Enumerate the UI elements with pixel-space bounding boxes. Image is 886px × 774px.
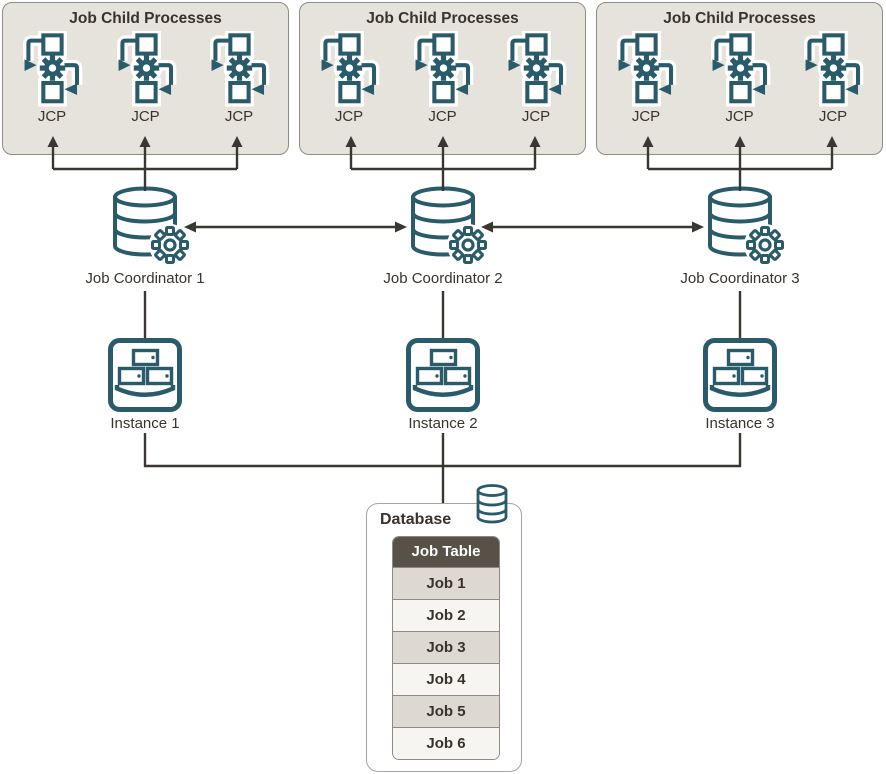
database-cylinder-icon (476, 484, 508, 524)
gear-process-loop-icon (802, 31, 864, 108)
job-child-processes-panel-2: Job Child Processes JCP JCP JCP (299, 2, 586, 155)
gear-process-loop-icon (412, 31, 474, 108)
gear-process-loop-icon (21, 31, 83, 108)
database-gear-icon (113, 186, 191, 266)
job-table-row: Job 1 (393, 567, 499, 599)
jcp-label: JCP (37, 108, 67, 125)
instance-label: Instance 2 (408, 415, 478, 432)
instance-trays-icon (107, 337, 183, 413)
jcp-label: JCP (818, 108, 848, 125)
job-coordinator-label: Job Coordinator 3 (680, 270, 800, 287)
gear-process-loop-icon (505, 31, 567, 108)
instance-trays-icon (702, 337, 778, 413)
jcp-label: JCP (334, 108, 364, 125)
gear-process-loop-icon (709, 31, 771, 108)
jcp-label: JCP (631, 108, 661, 125)
instance-label: Instance 1 (110, 415, 180, 432)
jcp-label: JCP (521, 108, 551, 125)
database-label: Database (380, 511, 452, 528)
jcp-node: JCP (316, 31, 382, 124)
gear-process-loop-icon (208, 31, 270, 108)
panel-title: Job Child Processes (69, 10, 222, 27)
gear-process-loop-icon (115, 31, 177, 108)
job-table-row: Job 6 (393, 727, 499, 759)
gear-process-loop-icon (318, 31, 380, 108)
job-table: Job Table Job 1 Job 2 Job 3 Job 4 Job 5 … (392, 536, 500, 760)
jcp-row: JCP JCP JCP (3, 31, 288, 124)
job-child-processes-panel-1: Job Child Processes JCP JCP JCP (2, 2, 289, 155)
panel-title: Job Child Processes (663, 10, 816, 27)
job-table-row: Job 3 (393, 631, 499, 663)
jcp-node: JCP (800, 31, 866, 124)
jcp-node: JCP (19, 31, 85, 124)
jcp-label: JCP (131, 108, 160, 125)
jcp-row: JCP JCP JCP (300, 31, 585, 124)
job-child-processes-panel-3: Job Child Processes JCP JCP JCP (596, 2, 883, 155)
instance-label: Instance 3 (705, 415, 775, 432)
jcp-label: JCP (725, 108, 754, 125)
jcp-label: JCP (428, 108, 457, 125)
jcp-label: JCP (224, 108, 254, 125)
instance-trays-icon (405, 337, 481, 413)
jcp-node: JCP (613, 31, 679, 124)
database-gear-icon (708, 186, 786, 266)
jcp-node: JCP (410, 31, 476, 124)
database-gear-icon (411, 186, 489, 266)
job-table-row: Job 4 (393, 663, 499, 695)
job-coordinator-label: Job Coordinator 1 (85, 270, 205, 287)
job-table-row: Job 2 (393, 599, 499, 631)
job-coordinator-label: Job Coordinator 2 (383, 270, 503, 287)
database-box: Database Job Table Job 1 Job 2 Job 3 Job… (366, 484, 522, 772)
panel-title: Job Child Processes (366, 10, 519, 27)
jcp-node: JCP (113, 31, 179, 124)
job-table-header: Job Table (393, 537, 499, 567)
jcp-node: JCP (206, 31, 272, 124)
jcp-node: JCP (707, 31, 773, 124)
job-table-row: Job 5 (393, 695, 499, 727)
jcp-node: JCP (503, 31, 569, 124)
jcp-row: JCP JCP JCP (597, 31, 882, 124)
gear-process-loop-icon (615, 31, 677, 108)
